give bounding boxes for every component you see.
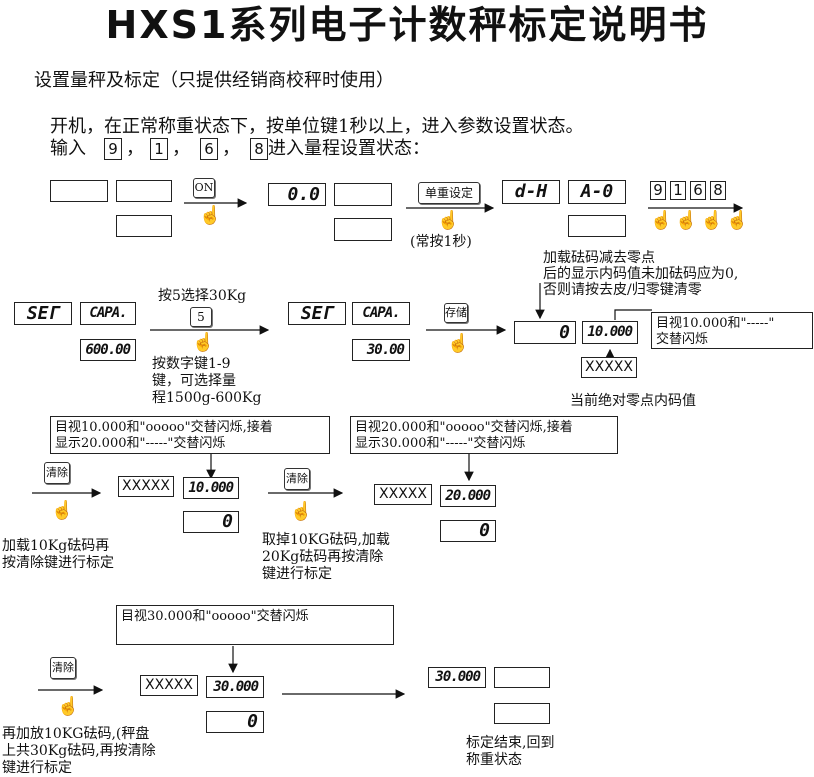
display-window-2 — [116, 180, 172, 202]
observe-10-line-1: 目视10.000和"-----" — [656, 316, 775, 331]
display-window-final-2 — [494, 703, 550, 724]
lcd-10: 10.000 — [582, 321, 638, 344]
lcd-zero-reading: 0 — [440, 520, 496, 542]
xxxxx-code: XXXXX — [140, 675, 198, 696]
intro-key-8: 8 — [250, 138, 268, 160]
lcd-capa: CAPA. — [80, 302, 136, 325]
intro-line-1: 开机，在正常称重状态下，按单位键1秒以上，进入参数设置状态。 — [50, 116, 584, 137]
xxxxx-code: XXXXX — [581, 357, 637, 378]
step-b-line-2: 20Kg砝码再按清除 — [262, 549, 384, 565]
hand-press-icon: ☝ — [57, 696, 80, 717]
lcd-capa: CAPA. — [352, 302, 410, 325]
hand-press-icon: ☝ — [290, 501, 313, 522]
intro-suffix: 进入量程设置状态： — [268, 138, 430, 159]
hand-press-icon: ☝ — [51, 500, 74, 521]
step-c-line-1: 再加放10KG砝码,(秤盘 — [2, 726, 150, 742]
intro-key-1: 1 — [150, 138, 168, 160]
clear-key[interactable]: 清除 — [44, 462, 70, 484]
hand-press-icon: ☝ — [437, 210, 460, 231]
xxxxx-code: XXXXX — [118, 476, 174, 497]
lcd-30-final: 30.000 — [428, 667, 486, 688]
hand-press-icons: ☝☝☝☝ — [650, 210, 752, 231]
step-a-line-2: 按清除键进行标定 — [2, 555, 114, 571]
lcd-set: SEГ — [14, 302, 72, 325]
zero-note-2: 后的显示内码值未加砝码应为0, — [543, 266, 739, 282]
hold-note: (常按1秒) — [410, 234, 472, 250]
step-a-line-1: 加载10Kg砝码再 — [2, 538, 110, 554]
clear-key[interactable]: 清除 — [50, 657, 76, 679]
step-c-line-3: 键进行标定 — [2, 760, 72, 776]
intro-sep: ， — [172, 138, 190, 159]
lcd-zero-reading: 0 — [514, 321, 576, 344]
intro-sep: ， — [126, 138, 144, 159]
step-b-line-1: 取掉10KG砝码,加载 — [262, 532, 390, 548]
display-window-1 — [50, 180, 108, 202]
lcd-zero-reading: 0 — [183, 511, 239, 533]
observe-note-b-line-1: 目视20.000和"ooooo"交替闪烁,接着 — [355, 420, 573, 435]
step-b-line-3: 键进行标定 — [262, 566, 332, 582]
display-window-5 — [334, 218, 392, 241]
intro-prefix: 输入 — [50, 138, 86, 159]
range-note-2: 键，可选择量 — [152, 373, 236, 389]
end-note-2: 称重状态 — [466, 752, 522, 768]
observe-note-a-line-1: 目视10.000和"ooooo"交替闪烁,接着 — [55, 420, 273, 435]
intro-key-9: 9 — [104, 138, 122, 160]
observe-note-30: 目视30.000和"ooooo"交替闪烁 — [116, 605, 394, 645]
observe-10-note: 目视10.000和"-----" 交替闪烁 — [651, 312, 813, 349]
unit-key[interactable]: 单重设定 — [418, 182, 480, 204]
display-window-final-1 — [494, 667, 550, 688]
lcd-zero-reading: 0 — [206, 711, 264, 733]
lcd-capacity-600: 600.00 — [80, 339, 136, 361]
digit-key-1[interactable]: 1 — [670, 181, 686, 200]
key-5[interactable]: 5 — [190, 307, 212, 327]
xxxxx-code: XXXXX — [374, 484, 432, 505]
hand-press-icon: ☝ — [199, 205, 222, 226]
observe-note-a: 目视10.000和"ooooo"交替闪烁,接着 显示20.000和"-----"… — [50, 416, 330, 454]
display-window-6 — [568, 215, 626, 237]
display-window-4 — [334, 183, 392, 206]
lcd-dh: d-H — [502, 180, 560, 204]
lcd-20: 20.000 — [440, 485, 496, 507]
observe-10-line-2: 交替闪烁 — [656, 332, 709, 347]
zero-note-1: 加载砝码减去零点 — [543, 250, 655, 266]
digit-key-8[interactable]: 8 — [710, 181, 726, 200]
press5-label: 按5选择30Kg — [158, 288, 247, 304]
on-key[interactable]: ON — [193, 178, 215, 198]
display-window-3 — [116, 215, 172, 237]
document-title: HXS1系列电子计数秤标定说明书 — [105, 3, 709, 47]
lcd-set: SEГ — [288, 302, 346, 325]
end-note-1: 标定结束,回到 — [466, 735, 555, 751]
section-subtitle: 设置量秤及标定（只提供经销商校秤时使用） — [34, 70, 394, 91]
lcd-a0: A-0 — [568, 180, 626, 204]
clear-key[interactable]: 清除 — [284, 468, 310, 490]
digit-key-9[interactable]: 9 — [650, 181, 666, 200]
store-key[interactable]: 存储 — [444, 303, 468, 323]
lcd-zero: 0.0 — [268, 183, 326, 206]
step-c-line-2: 上共30Kg砝码,再按清除 — [2, 743, 156, 759]
hand-press-icon: ☝ — [192, 332, 215, 353]
hand-press-icon: ☝ — [447, 333, 470, 354]
digit-key-6[interactable]: 6 — [690, 181, 706, 200]
lcd-capacity-30: 30.00 — [352, 339, 410, 361]
intro-key-6: 6 — [200, 138, 218, 160]
lcd-30: 30.000 — [206, 676, 264, 698]
observe-note-a-line-2: 显示20.000和"-----"交替闪烁 — [55, 436, 226, 451]
zero-note-3: 否则请按去皮/归零键清零 — [543, 282, 702, 298]
observe-note-b-line-2: 显示30.000和"-----"交替闪烁 — [355, 436, 526, 451]
intro-sep: ， — [222, 138, 240, 159]
observe-note-b: 目视20.000和"ooooo"交替闪烁,接着 显示30.000和"-----"… — [350, 416, 618, 454]
abs-zero-note: 当前绝对零点内码值 — [570, 393, 696, 409]
range-note-1: 按数字键1-9 — [152, 356, 231, 372]
range-note-3: 程1500g-600Kg — [152, 390, 262, 406]
lcd-10: 10.000 — [183, 477, 239, 499]
